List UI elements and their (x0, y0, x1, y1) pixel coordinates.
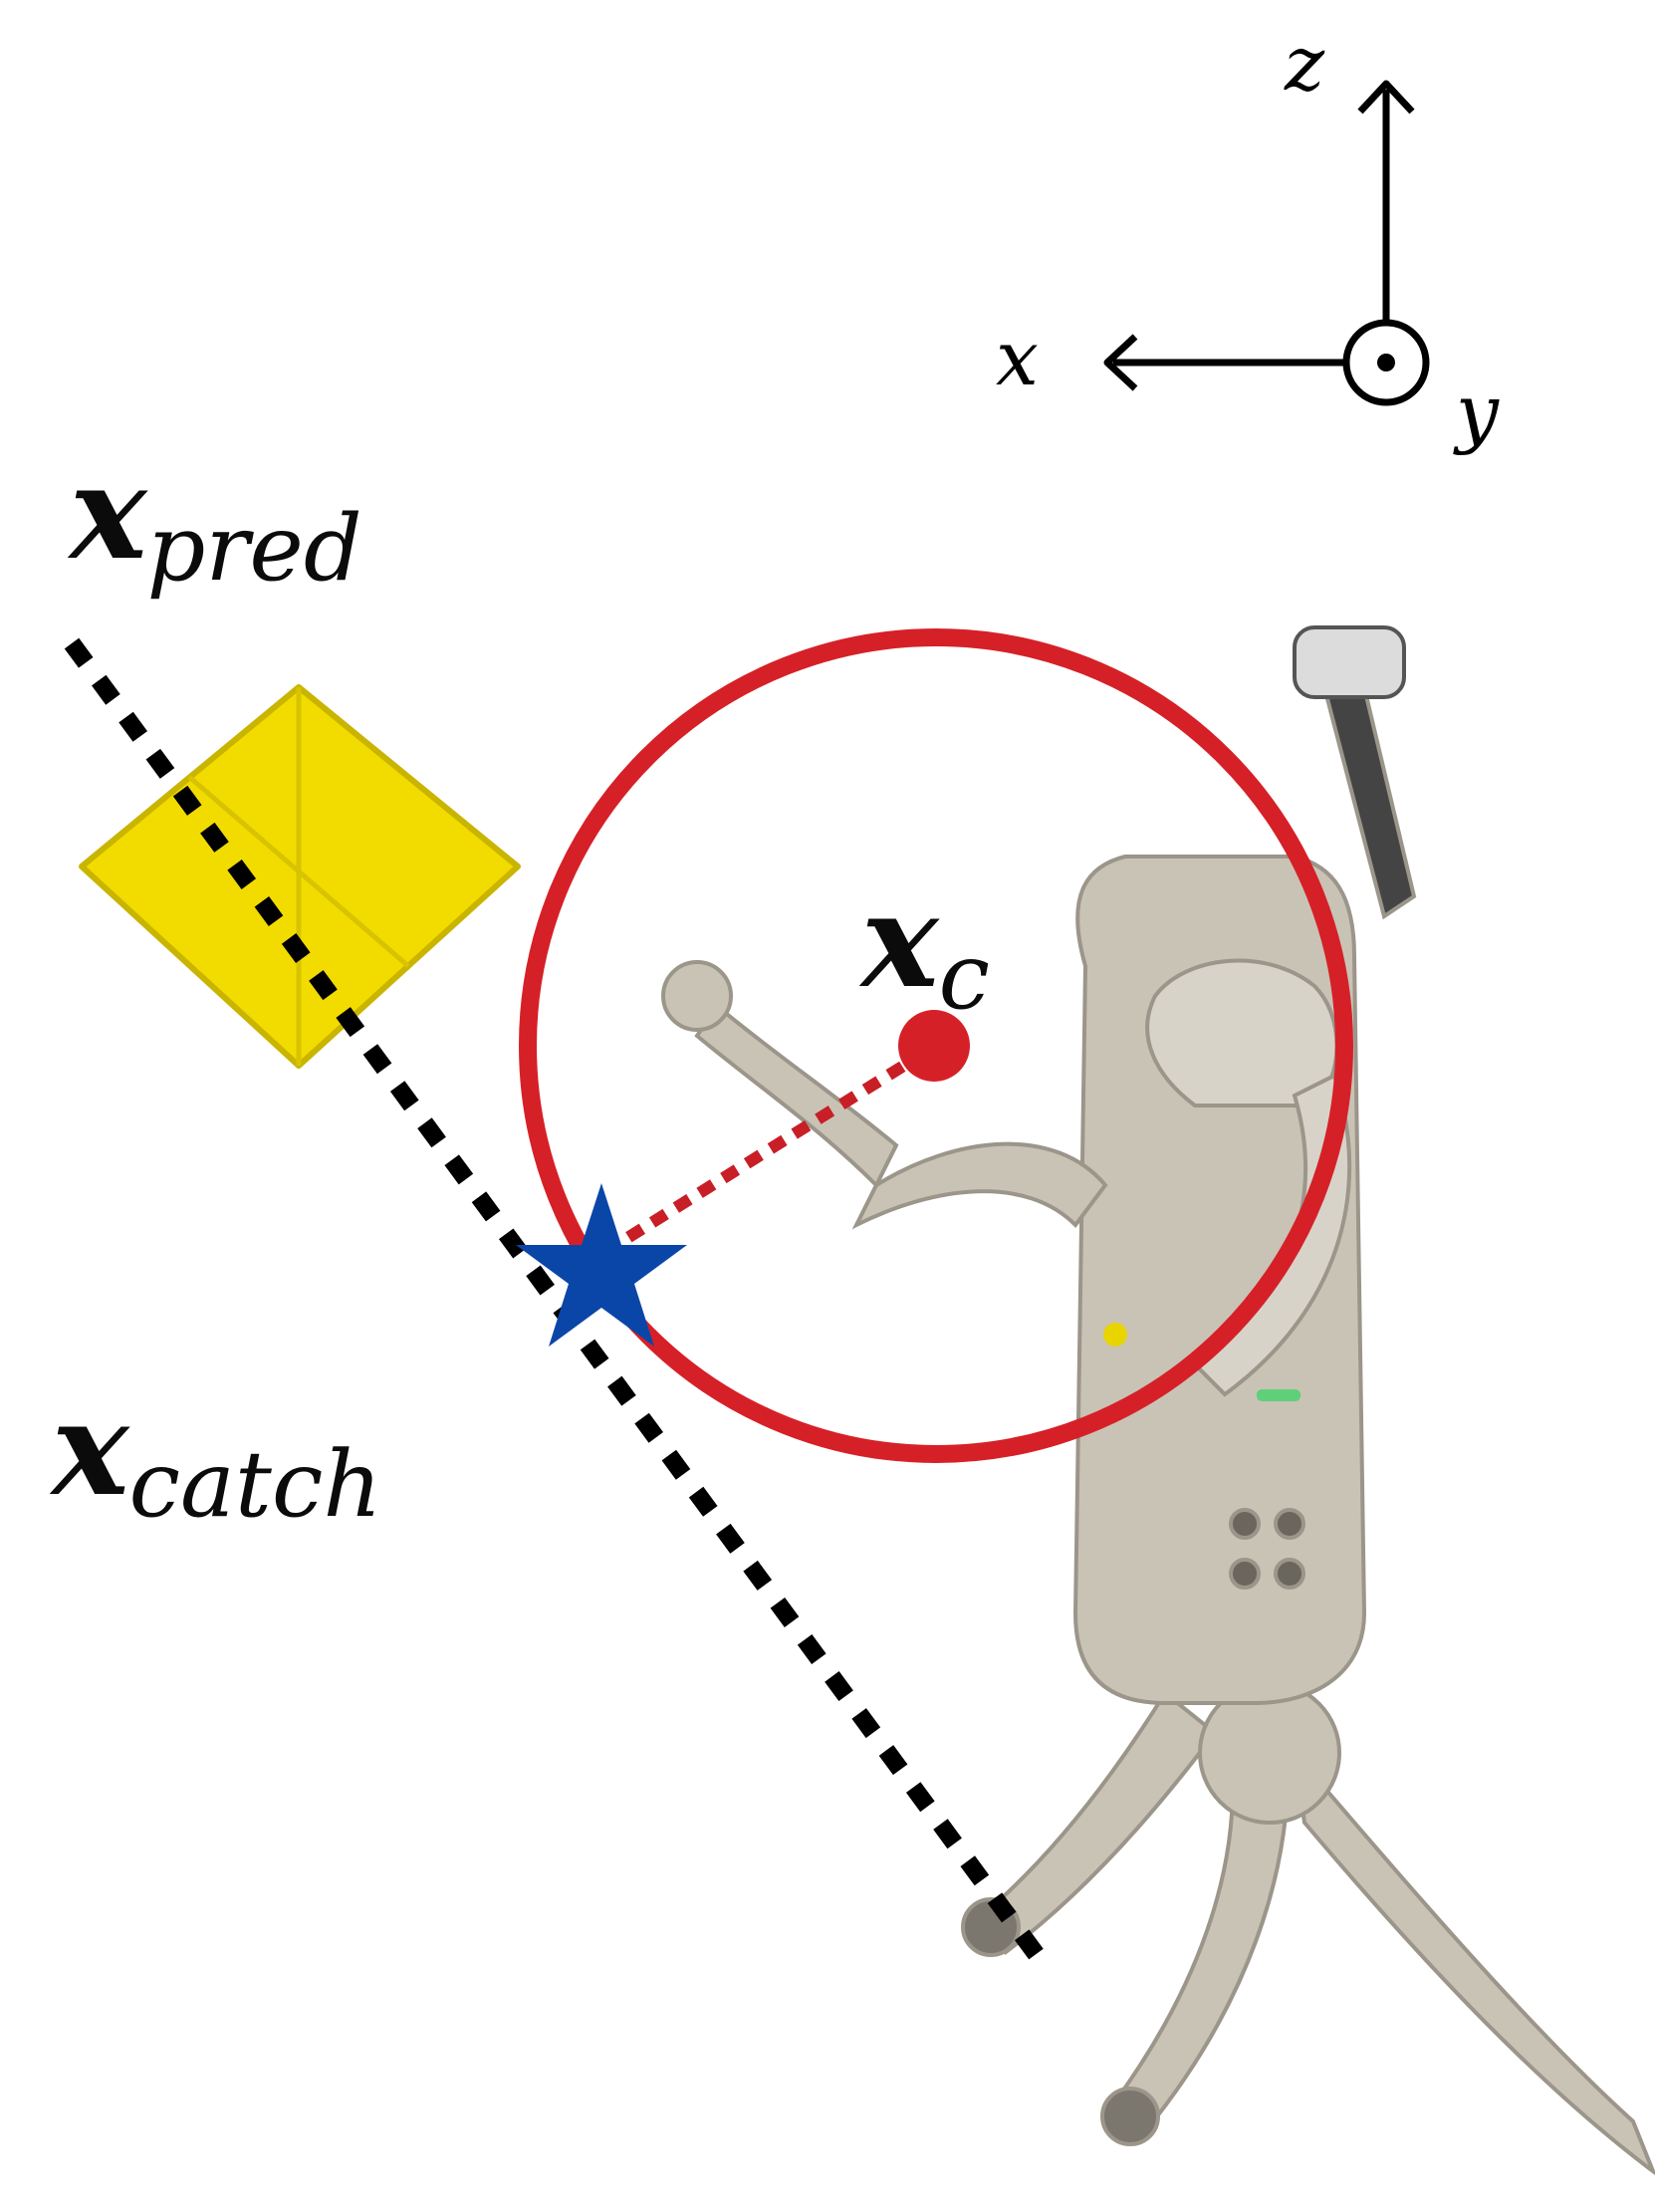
robot-camera-head (1293, 625, 1406, 699)
robot-yellow-marker (1103, 1323, 1127, 1347)
center-label: xc (858, 864, 990, 1030)
robot-status-light (1257, 1389, 1300, 1401)
robot-panel-button-2 (1274, 1508, 1305, 1540)
robot-arm (851, 1141, 1108, 1230)
robot-leg-back (1292, 1746, 1655, 2176)
predicted-trajectory (64, 637, 1054, 1973)
robot-panel-button-1 (1229, 1508, 1261, 1540)
y-axis-dot (1377, 354, 1395, 371)
y-axis-label: y (1453, 368, 1500, 456)
x-arrow-head (1103, 334, 1138, 391)
center-label-sub: c (939, 923, 991, 1030)
z-axis-label: z (1284, 19, 1325, 108)
robot-foot-rear (1100, 2087, 1160, 2146)
object-crease (187, 687, 410, 1066)
robot-leg-front (983, 1690, 1218, 1956)
x-axis-label: x (996, 314, 1039, 402)
robot-gripper (661, 960, 733, 1032)
center-point (898, 1010, 970, 1082)
thrown-object (79, 684, 521, 1069)
robot-side-arm (1191, 1073, 1352, 1397)
robot-panel-button-3 (1229, 1558, 1261, 1590)
z-arrow-head (1357, 80, 1415, 115)
robot-shoulder (1145, 958, 1339, 1107)
catch-label: xcatch (49, 1372, 382, 1538)
prediction-label: xpred (67, 436, 362, 602)
coordinate-frame: z x y (996, 19, 1500, 456)
catch-point-star-icon (516, 1183, 687, 1347)
center-label-main: x (858, 864, 940, 1017)
prediction-label-sub: pred (147, 495, 362, 602)
robot-illustration (661, 625, 1655, 2176)
catch-region-circle (519, 628, 1353, 1463)
prediction-label-main: x (67, 436, 148, 589)
robot-panel-button-4 (1274, 1558, 1305, 1590)
center-to-catch-line (599, 1046, 930, 1259)
catch-label-main: x (49, 1372, 130, 1525)
catch-label-sub: catch (129, 1431, 382, 1538)
robot-forearm (694, 1003, 899, 1189)
